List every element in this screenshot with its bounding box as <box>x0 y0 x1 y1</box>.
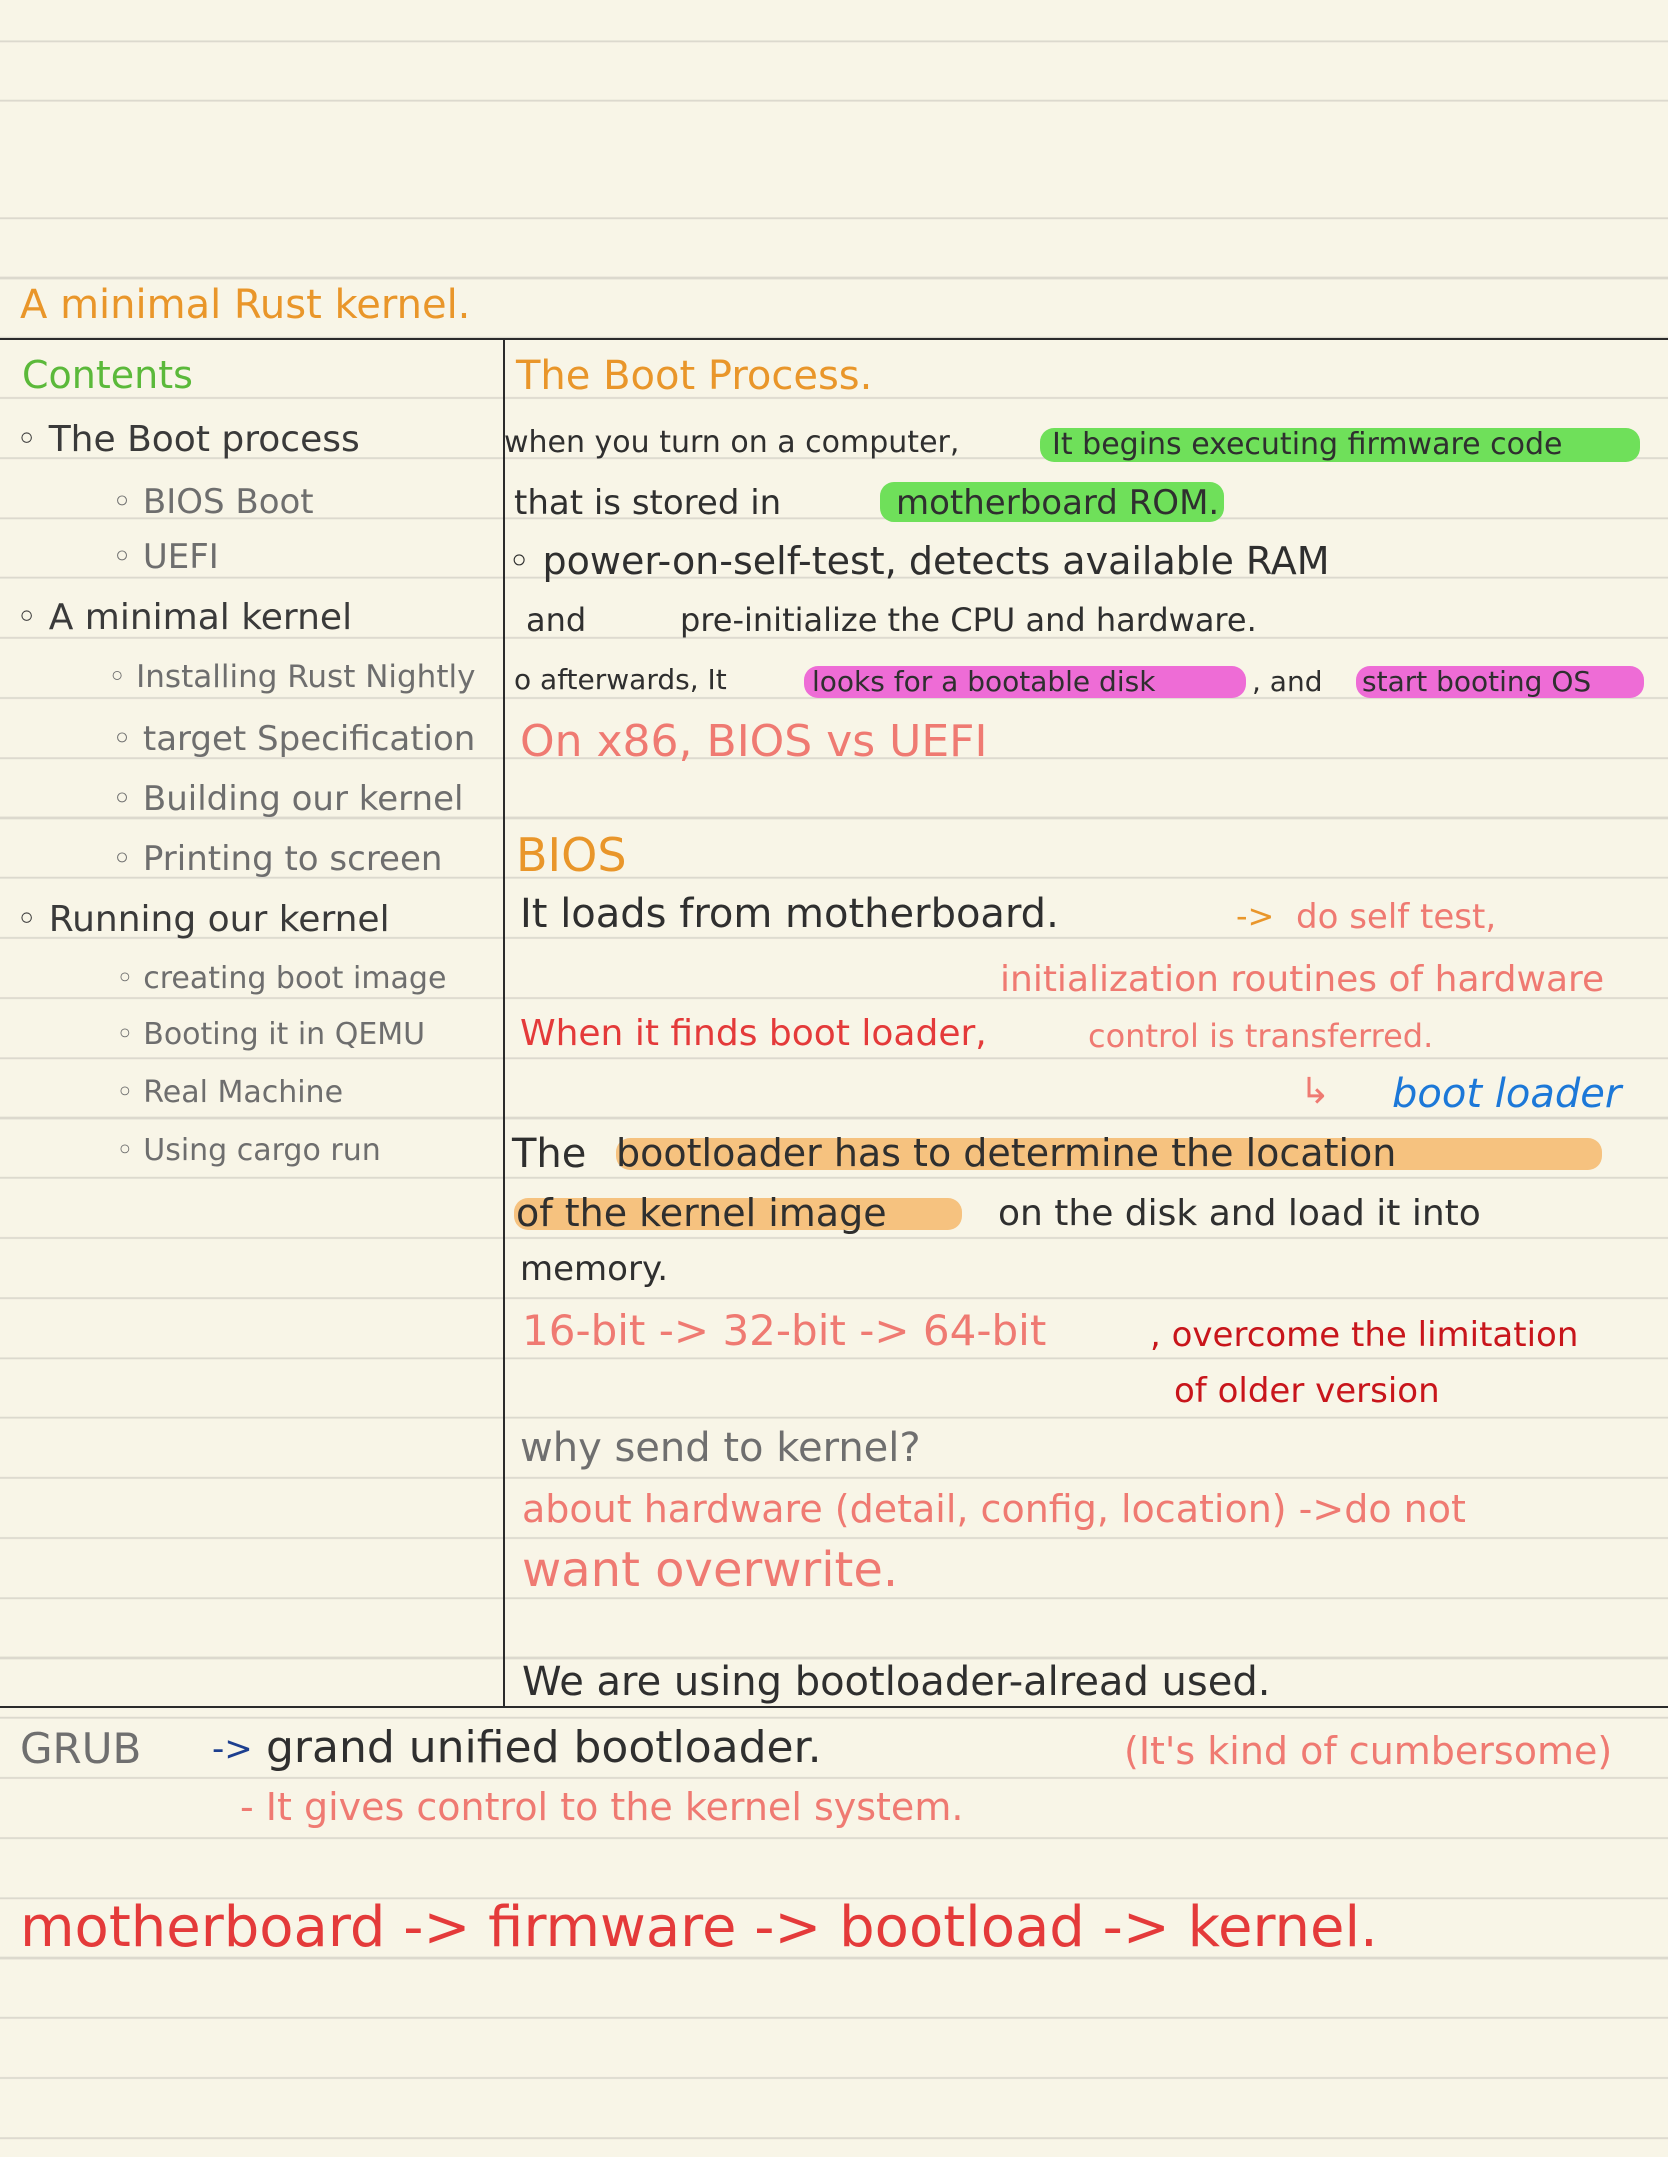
note-line: pre-initialize the CPU and hardware. <box>680 601 1257 639</box>
footer-line: (It's kind of cumbersome) <box>1124 1729 1613 1773</box>
arrow-icon: -> <box>1236 897 1275 935</box>
note-line: , and <box>1252 665 1323 698</box>
toc-item: ◦ UEFI <box>112 537 219 577</box>
contents-heading: Contents <box>22 353 193 397</box>
highlight-magenta <box>1356 666 1644 698</box>
section-heading: The Boot Process. <box>516 353 873 399</box>
toc-item: ◦ Installing Rust Nightly <box>108 659 476 695</box>
note-line: do self test, <box>1296 897 1497 937</box>
note-line: It loads from motherboard. <box>520 891 1059 937</box>
note-line: looks for a bootable disk <box>812 665 1156 698</box>
note-line: of the kernel image <box>516 1191 887 1235</box>
toc-item: ◦ creating boot image <box>116 961 447 996</box>
note-line: 16-bit -> 32-bit -> 64-bit <box>522 1306 1047 1355</box>
note-line: initialization routines of hardware <box>1000 959 1605 1000</box>
toc-item: ◦ The Boot process <box>16 419 360 460</box>
note-line: start booting OS <box>1362 665 1592 698</box>
page-title: A minimal Rust kernel. <box>20 282 471 328</box>
toc-item: ◦ BIOS Boot <box>112 482 314 522</box>
footer-line: grand unified bootloader. <box>266 1722 822 1773</box>
toc-item: ◦ Real Machine <box>116 1075 344 1110</box>
note-line: memory. <box>520 1249 669 1289</box>
note-line: , overcome the limitation <box>1150 1315 1579 1355</box>
highlight-magenta <box>804 666 1246 698</box>
section-heading: BIOS <box>516 828 627 882</box>
arrow-icon: -> <box>212 1729 253 1769</box>
toc-item: ◦ target Specification <box>112 719 476 759</box>
note-line: when you turn on a computer, <box>504 425 960 460</box>
footer-line: motherboard -> firmware -> bootload -> k… <box>20 1895 1378 1960</box>
toc-item: ◦ Running our kernel <box>16 899 390 940</box>
note-line: When it finds boot loader, <box>520 1013 987 1054</box>
note-line: The <box>512 1131 587 1177</box>
toc-item: ◦ Using cargo run <box>116 1133 381 1168</box>
note-line: on the disk and load it into <box>998 1193 1481 1234</box>
note-line: want overwrite. <box>522 1542 899 1598</box>
highlight-green <box>880 482 1224 522</box>
note-line: boot loader <box>1392 1071 1622 1117</box>
title-divider <box>0 338 1668 340</box>
note-line: about hardware (detail, config, location… <box>522 1487 1466 1531</box>
note-line: why send to kernel? <box>520 1425 921 1471</box>
note-line: ◦ power-on-self-test, detects available … <box>508 539 1330 583</box>
toc-item: ◦ A minimal kernel <box>16 597 353 638</box>
note-line: It begins executing firmware code <box>1052 427 1563 462</box>
note-line: that is stored in <box>514 483 782 523</box>
toc-item: ◦ Building our kernel <box>112 779 464 819</box>
highlight-orange <box>616 1138 1602 1170</box>
note-line: On x86, BIOS vs UEFI <box>520 716 988 767</box>
footer-divider <box>0 1706 1668 1708</box>
note-line: and <box>526 601 587 639</box>
note-line: o afterwards, It <box>514 663 727 696</box>
arrow-icon: ↳ <box>1300 1071 1331 1112</box>
column-divider <box>503 338 505 1708</box>
toc-item: ◦ Printing to screen <box>112 839 443 879</box>
footer-line: GRUB <box>20 1724 142 1773</box>
highlight-green <box>1040 428 1640 462</box>
note-line: motherboard ROM. <box>896 483 1220 523</box>
footer-line: - It gives control to the kernel system. <box>240 1785 964 1829</box>
note-line: We are using bootloader-alread used. <box>522 1659 1271 1705</box>
toc-item: ◦ Booting it in QEMU <box>116 1017 426 1052</box>
note-line: bootloader has to determine the location <box>616 1131 1397 1175</box>
note-line: of older version <box>1174 1371 1440 1411</box>
note-line: control is transferred. <box>1088 1017 1434 1055</box>
highlight-orange <box>514 1198 962 1230</box>
